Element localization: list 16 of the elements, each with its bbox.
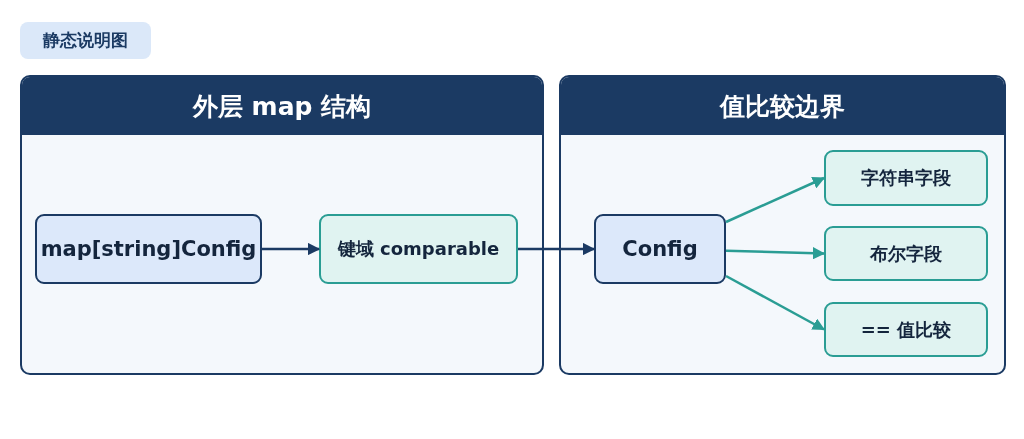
title-badge: 静态说明图: [20, 22, 151, 59]
panel: [20, 75, 544, 375]
field-box: 字符串字段: [824, 150, 988, 206]
arrow: [725, 274, 826, 331]
type-box: map[string]Config: [35, 214, 262, 284]
panel-header: 值比较边界: [561, 77, 1004, 135]
arrow: [518, 242, 596, 256]
type-box: Config: [594, 214, 726, 284]
field-box: 布尔字段: [824, 226, 988, 281]
arrow: [725, 246, 826, 260]
field-box: 键域 comparable: [319, 214, 518, 284]
panel-header: 外层 map 结构: [22, 77, 542, 135]
panel: [559, 75, 1006, 375]
arrow: [725, 176, 826, 224]
field-box: == 值比较: [824, 302, 988, 357]
arrow: [262, 242, 321, 256]
